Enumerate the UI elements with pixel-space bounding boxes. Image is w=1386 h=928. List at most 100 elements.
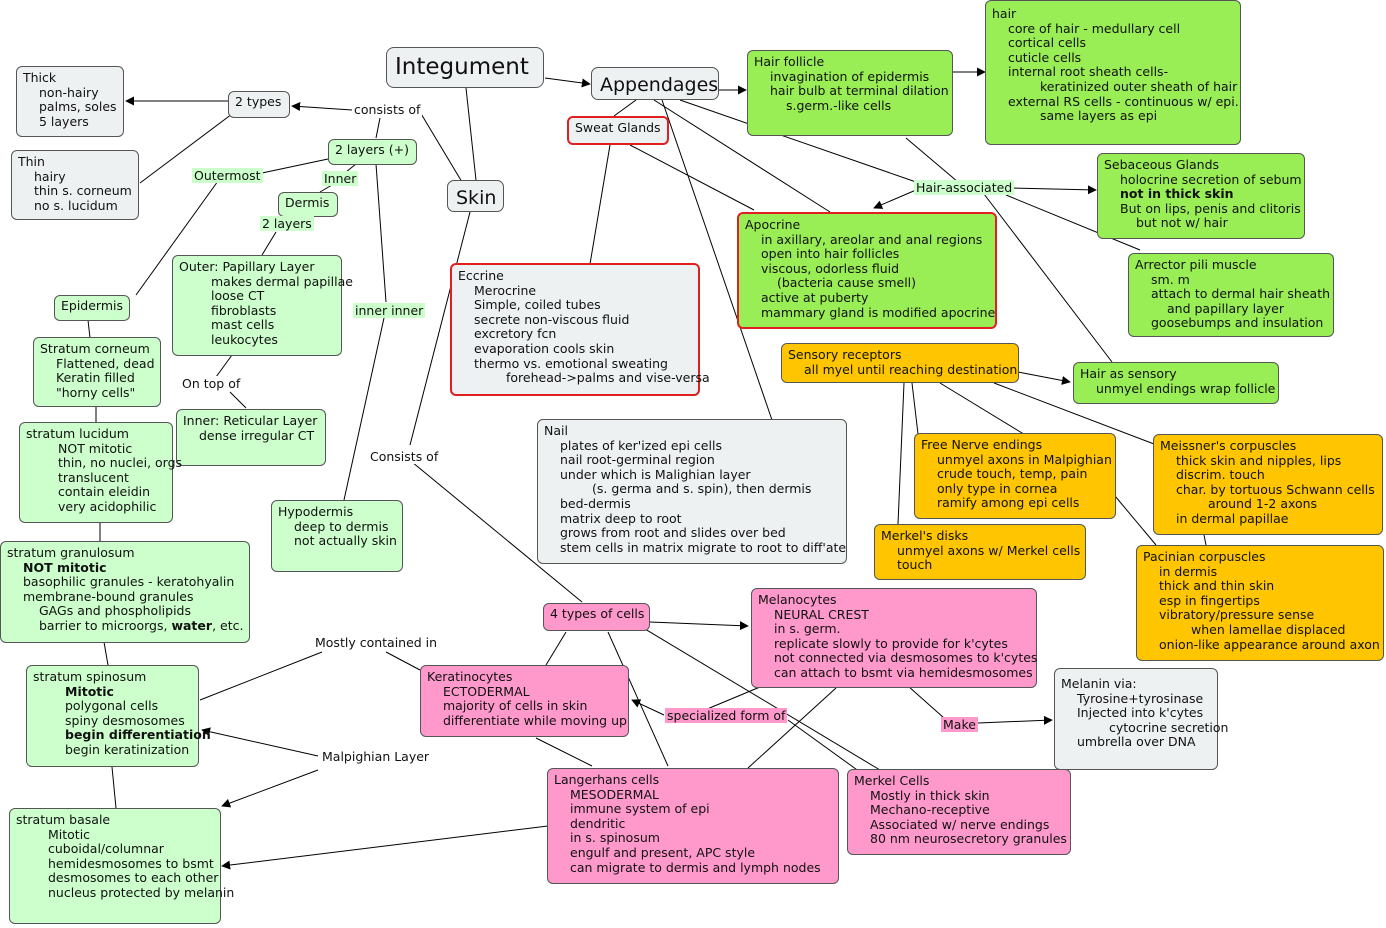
merkel-cells-node[interactable]: Merkel Cells Mostly in thick skin Mechan…: [847, 769, 1071, 855]
merkel-cells-line: Mechano-receptive: [870, 802, 990, 818]
nail-line: bed-dermis: [560, 495, 631, 511]
thin-title: Thin: [18, 154, 45, 169]
stratum-lucidum-node[interactable]: stratum lucidum NOT mitotic thin, no nuc…: [19, 422, 182, 523]
langerhans-line: can migrate to dermis and lymph nodes: [570, 859, 821, 875]
four-types-of-cells-node[interactable]: 4 types of cells: [543, 603, 650, 631]
hair-line: core of hair - medullary cell: [1008, 20, 1181, 36]
langerhans-line: in s. spinosum: [570, 830, 660, 846]
melanin-node[interactable]: Melanin via: Tyrosine+tyrosinase Injecte…: [1054, 668, 1229, 770]
free-nerve-endings-node[interactable]: Free Nerve endings unmyel axons in Malpi…: [914, 433, 1116, 519]
hair-as-sensory-node[interactable]: Hair as sensory unmyel endings wrap foll…: [1073, 362, 1279, 404]
reticular-line: dense irregular CT: [199, 427, 315, 443]
arrector-title: Arrector pili muscle: [1135, 257, 1257, 272]
merkels-disks-node[interactable]: Merkel's disks unmyel axons w/ Merkel ce…: [874, 524, 1086, 580]
link-label-specialized-form-of: specialized form of: [665, 708, 788, 723]
integument-node[interactable]: Integument: [386, 47, 544, 88]
stratum-spinosum-node[interactable]: stratum spinosum Mitotic polygonal cells…: [26, 665, 211, 767]
stratum-basale-node[interactable]: stratum basale Mitotic cuboidal/columnar…: [9, 808, 234, 924]
langerhans-line: engulf and present, APC style: [570, 844, 756, 860]
stratum-granulosum-node[interactable]: stratum granulosum NOT mitotic basophili…: [0, 541, 250, 643]
dermis-label: Dermis: [285, 195, 330, 210]
nail-line: nail root-germinal region: [560, 452, 715, 468]
hair-follicle-line: s.germ.-like cells: [786, 97, 892, 113]
meissner-corpuscles-node[interactable]: Meissner's corpuscles thick skin and nip…: [1153, 434, 1383, 535]
melanocytes-node[interactable]: Melanocytes NEURAL CREST in s. germ. rep…: [751, 588, 1037, 688]
nail-line: (s. germa and s. spin), then dermis: [592, 481, 812, 497]
melanin-line: cytocrine secretion: [1109, 719, 1229, 735]
hair-follicle-title: Hair follicle: [754, 54, 825, 69]
spinosum-title: stratum spinosum: [33, 669, 147, 684]
epidermis-node[interactable]: Epidermis: [54, 295, 130, 321]
corneum-line: Keratin filled: [56, 370, 135, 386]
two-layers-node[interactable]: 2 layers (+): [328, 139, 417, 165]
pacinian-corpuscles-node[interactable]: Pacinian corpuscles in dermis thick and …: [1136, 545, 1384, 661]
nail-line: matrix deep to root: [560, 510, 682, 526]
thick-skin-node[interactable]: Thick non-hairy palms, soles 5 layers: [16, 66, 124, 137]
eccrine-line: forehead->palms and vise-versa: [506, 370, 710, 386]
hair-node[interactable]: hair core of hair - medullary cell corti…: [985, 0, 1241, 145]
melanocytes-line: not connected via desmosomes to k'cytes: [774, 650, 1038, 666]
two-types-node[interactable]: 2 types: [228, 91, 290, 118]
merkel-cells-title: Merkel Cells: [854, 773, 930, 788]
apocrine-node[interactable]: Apocrine in axillary, areolar and anal r…: [737, 212, 997, 329]
merkel-cells-line: Mostly in thick skin: [870, 787, 990, 803]
free-nerve-line: unmyel axons in Malpighian: [937, 451, 1112, 467]
lucidum-line: very acidophilic: [58, 498, 157, 514]
melanocytes-title: Melanocytes: [758, 592, 837, 607]
sebaceous-line: holocrine secretion of sebum: [1120, 171, 1302, 187]
sebaceous-line: not in thick skin: [1120, 186, 1234, 202]
hair-follicle-line: hair bulb at terminal dilation: [770, 83, 949, 99]
two-types-label: 2 types: [235, 94, 282, 109]
apocrine-line: viscous, odorless fluid: [761, 260, 900, 276]
papillary-layer-node[interactable]: Outer: Papillary Layer makes dermal papi…: [172, 255, 353, 356]
spinosum-line: spiny desmosomes: [65, 712, 185, 728]
spinosum-line: Mitotic: [65, 683, 114, 699]
nail-node[interactable]: Nail plates of ker'ized epi cells nail r…: [537, 419, 847, 564]
free-nerve-line: ramify among epi cells: [937, 495, 1080, 511]
thin-skin-node[interactable]: Thin hairy thin s. corneum no s. lucidum: [11, 150, 139, 220]
papillary-title: Outer: Papillary Layer: [179, 259, 315, 274]
apocrine-line: (bacteria cause smell): [777, 275, 917, 291]
thick-line: 5 layers: [39, 113, 89, 129]
dermis-node[interactable]: Dermis: [278, 192, 338, 217]
sebaceous-glands-node[interactable]: Sebaceous Glands holocrine secretion of …: [1097, 153, 1305, 239]
papillary-line: makes dermal papillae: [211, 273, 353, 289]
sweat-glands-node[interactable]: Sweat Glands: [567, 116, 669, 145]
basale-line: cuboidal/columnar: [48, 841, 164, 857]
two-layers-label: 2 layers (+): [335, 142, 409, 157]
keratinocytes-node[interactable]: Keratinocytes ECTODERMAL majority of cel…: [420, 665, 629, 737]
stratum-corneum-node[interactable]: Stratum corneum Flattened, dead Keratin …: [33, 337, 161, 407]
arrector-line: attach to dermal hair sheath: [1151, 286, 1331, 302]
skin-node[interactable]: Skin: [447, 180, 504, 212]
melanin-line: Injected into k'cytes: [1077, 705, 1204, 721]
lucidum-line: NOT mitotic: [58, 440, 133, 456]
link-label-on-top-of: On top of: [180, 376, 243, 391]
melanocytes-line: replicate slowly to provide for k'cytes: [774, 635, 1008, 651]
arrector-line: sm. m: [1151, 271, 1190, 287]
basale-line: Mitotic: [48, 826, 91, 842]
eccrine-line: excretory fcn: [474, 326, 557, 342]
langerhans-title: Langerhans cells: [554, 772, 660, 787]
reticular-layer-node[interactable]: Inner: Reticular Layer dense irregular C…: [176, 409, 326, 466]
link-label-inner-inner: inner inner: [353, 303, 426, 318]
merkel-disks-line: touch: [897, 557, 933, 573]
hypodermis-node[interactable]: Hypodermis deep to dermis not actually s…: [271, 500, 403, 572]
sensory-line: all myel until reaching destination: [804, 361, 1018, 377]
arrector-pili-node[interactable]: Arrector pili muscle sm. m attach to der…: [1128, 253, 1334, 337]
nail-line: grows from root and slides over bed: [560, 525, 786, 541]
link-label-malpighian-layer: Malpighian Layer: [320, 749, 432, 764]
appendages-node[interactable]: Appendages: [591, 67, 719, 100]
pacinian-line: when lamellae displaced: [1191, 621, 1346, 637]
eccrine-line: thermo vs. emotional sweating: [474, 355, 668, 371]
melanin-title: Melanin via:: [1061, 676, 1137, 691]
spinosum-line: polygonal cells: [65, 698, 159, 714]
granulosum-line: barrier to microorgs, water, etc.: [7, 618, 243, 634]
langerhans-cells-node[interactable]: Langerhans cells MESODERMAL immune syste…: [547, 768, 839, 884]
arrector-line: and papillary layer: [1167, 300, 1284, 316]
eccrine-node[interactable]: Eccrine Merocrine Simple, coiled tubes s…: [450, 263, 710, 396]
lucidum-line: contain eleidin: [58, 484, 151, 500]
hair-follicle-node[interactable]: Hair follicle invagination of epidermis …: [747, 50, 953, 136]
sweat-glands-label: Sweat Glands: [575, 120, 661, 135]
pacinian-line: in dermis: [1159, 563, 1218, 579]
sensory-receptors-node[interactable]: Sensory receptors all myel until reachin…: [781, 343, 1019, 383]
